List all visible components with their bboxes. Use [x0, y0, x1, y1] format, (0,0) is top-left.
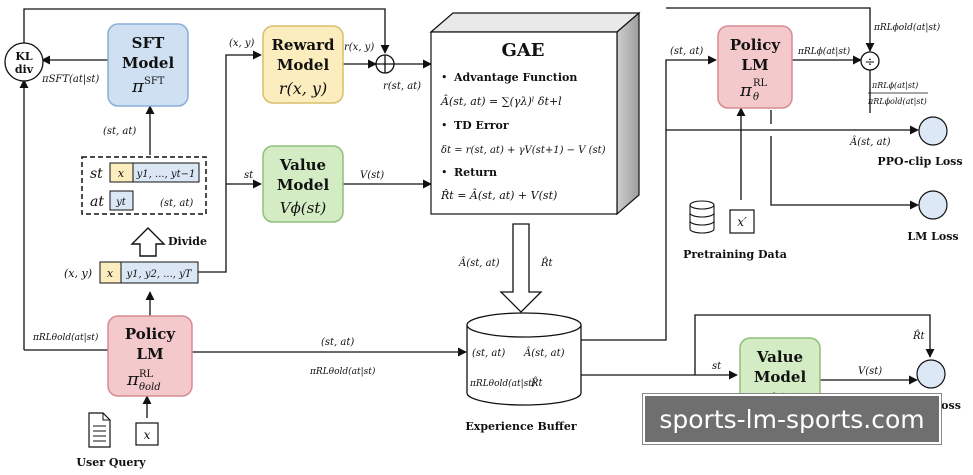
svg-text:Reward: Reward — [271, 36, 335, 54]
svg-text:x: x — [144, 428, 151, 442]
a-hat-right-label: Â(st, at) — [849, 136, 891, 148]
svg-text:Return: Return — [454, 166, 497, 179]
pretraining-data: x′ Pretraining Data — [683, 200, 787, 261]
svg-text:TD Error: TD Error — [454, 119, 509, 132]
svg-text:User Query: User Query — [76, 456, 146, 469]
svg-text:R̂t: R̂t — [530, 377, 544, 389]
gae-block: GAE • Advantage Function Â(st, at) = ∑(γ… — [429, 11, 641, 216]
svg-text:st: st — [90, 166, 103, 182]
svg-text:(st, at): (st, at) — [160, 198, 193, 209]
ppo-loss-node: PPO-clip Loss — [877, 116, 963, 168]
svg-text:Model: Model — [122, 54, 175, 72]
ratio-operator: ÷ — [860, 51, 880, 71]
svg-text:Advantage Function: Advantage Function — [453, 71, 577, 84]
svg-text:(st, at): (st, at) — [472, 348, 505, 359]
svg-text:x: x — [107, 267, 114, 280]
pi-old-left-label: πRLθold(at|st) — [32, 332, 99, 343]
pi-old-mid-label: πRLθold(at|st) — [309, 366, 376, 377]
svg-text:RL: RL — [139, 369, 154, 380]
pi-old-top-label: πRLϕold(at|st) — [873, 22, 941, 33]
st-to-value-label: st — [244, 170, 254, 181]
r-hat-right-label: R̂t — [912, 330, 926, 342]
st-at-up-label: (st, at) — [103, 126, 136, 137]
sft-model: SFT Model π SFT — [107, 23, 189, 107]
edge-labels: πSFT(at|st) (st, at) (x, y) r(x, y) r(st… — [32, 22, 941, 377]
v-st-label: V(st) — [360, 170, 384, 181]
svg-text:Pretraining Data: Pretraining Data — [683, 248, 787, 261]
svg-text:y1, ..., yt−1: y1, ..., yt−1 — [136, 169, 196, 180]
lm-loss-node: LM Loss — [907, 190, 959, 243]
svg-text:π: π — [126, 369, 140, 390]
svg-text:SFT: SFT — [144, 76, 165, 87]
st-at-right-label: (st, at) — [670, 46, 703, 57]
svg-text:R̂t = Â(st, at) + V(st): R̂t = Â(st, at) + V(st) — [440, 188, 557, 202]
svg-text:πRLθold(at|st): πRLθold(at|st) — [469, 378, 536, 389]
reward-model: Reward Model r(x, y) — [262, 25, 344, 104]
gae-to-buffer-arrow — [499, 223, 543, 313]
svg-text:x: x — [118, 167, 125, 180]
pi-sft-label: πSFT(at|st) — [41, 74, 99, 85]
divide-label: Divide — [168, 235, 207, 248]
svg-text:(x, y): (x, y) — [64, 267, 92, 280]
svg-text:θ: θ — [753, 92, 759, 103]
r-st-at-label: r(st, at) — [383, 81, 421, 92]
r-hat-label: R̂t — [540, 257, 554, 269]
ratio-num-label: πRLϕ(at|st) — [871, 81, 918, 90]
svg-text:SFT: SFT — [132, 34, 165, 52]
xy-to-reward-label: (x, y) — [229, 38, 255, 49]
svg-text:LM: LM — [741, 56, 768, 74]
pi-phi-label: πRLϕ(at|st) — [797, 46, 851, 57]
svg-text:LM Loss: LM Loss — [907, 230, 958, 243]
svg-text:Â(st, at) = ∑(γλ)ˡ δt+l: Â(st, at) = ∑(γλ)ˡ δt+l — [440, 94, 562, 108]
xy-row: (x, y) x y1, y2, ..., yT — [64, 261, 199, 284]
a-hat-label: Â(st, at) — [458, 257, 500, 269]
svg-text:PPO-clip Loss: PPO-clip Loss — [877, 155, 962, 168]
svg-text:Experience Buffer: Experience Buffer — [465, 420, 576, 433]
experience-buffer: (st, at) Â(st, at) πRLθold(at|st) R̂t Ex… — [465, 312, 582, 433]
svg-text:at: at — [90, 194, 104, 210]
svg-text:x′: x′ — [737, 215, 747, 229]
v-st-bottom-label: V(st) — [858, 366, 882, 377]
svg-text:GAE: GAE — [501, 40, 544, 61]
policy-lm-right: Policy LM π RL θ — [717, 25, 793, 109]
svg-text:•: • — [441, 166, 448, 179]
svg-text:π: π — [131, 76, 145, 97]
svg-text:KL: KL — [15, 50, 33, 63]
sequence-box: st x y1, ..., yt−1 at yt (st, at) — [81, 156, 207, 215]
r-xy-label: r(x, y) — [344, 42, 374, 53]
svg-text:π: π — [739, 80, 753, 101]
svg-text:θold: θold — [139, 382, 161, 393]
svg-text:yt: yt — [115, 197, 127, 208]
st-at-mid-label: (st, at) — [321, 337, 354, 348]
sum-operator — [375, 54, 395, 74]
svg-text:Model: Model — [277, 56, 330, 74]
svg-text:RL: RL — [753, 78, 768, 89]
svg-text:•: • — [441, 71, 448, 84]
svg-text:Vϕ(st): Vϕ(st) — [280, 199, 327, 217]
svg-text:•: • — [441, 119, 448, 132]
kl-node: KL div — [4, 42, 44, 82]
policy-lm-left: Policy LM π RL θold — [107, 315, 193, 397]
value-model-top: Value Model Vϕ(st) — [262, 145, 344, 223]
svg-text:div: div — [15, 63, 34, 76]
svg-text:Policy: Policy — [125, 325, 176, 343]
svg-text:r(x, y): r(x, y) — [279, 79, 327, 98]
svg-text:δt = r(st, at) + γV(st+1) − V: δt = r(st, at) + γV(st+1) − V (st) — [441, 145, 606, 156]
svg-text:÷: ÷ — [865, 55, 876, 70]
svg-text:y1, y2, ..., yT: y1, y2, ..., yT — [126, 269, 193, 280]
svg-text:LM: LM — [136, 345, 163, 363]
svg-text:Model: Model — [754, 368, 807, 386]
divide-arrow — [130, 227, 166, 257]
watermark: sports-lm-sports.com — [642, 393, 942, 445]
svg-text:Model: Model — [277, 176, 330, 194]
svg-text:Value: Value — [756, 348, 803, 366]
st-bottom-label: st — [712, 361, 722, 372]
ratio-den-label: πRLϕold(at|st) — [867, 97, 927, 106]
svg-text:Â(st, at): Â(st, at) — [523, 347, 565, 359]
user-query: x User Query — [76, 412, 159, 469]
svg-text:Policy: Policy — [730, 36, 781, 54]
svg-text:Value: Value — [279, 156, 326, 174]
